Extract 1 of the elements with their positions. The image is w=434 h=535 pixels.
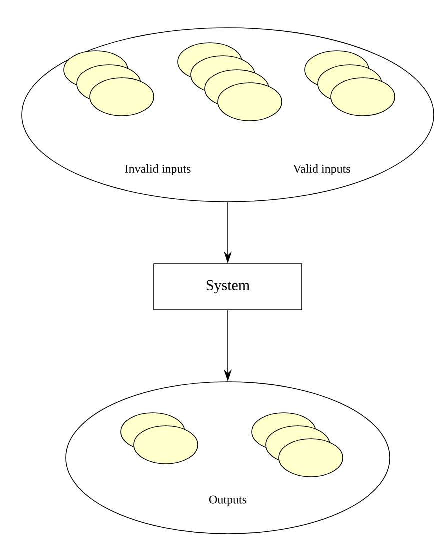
process-box: System — [154, 264, 302, 310]
